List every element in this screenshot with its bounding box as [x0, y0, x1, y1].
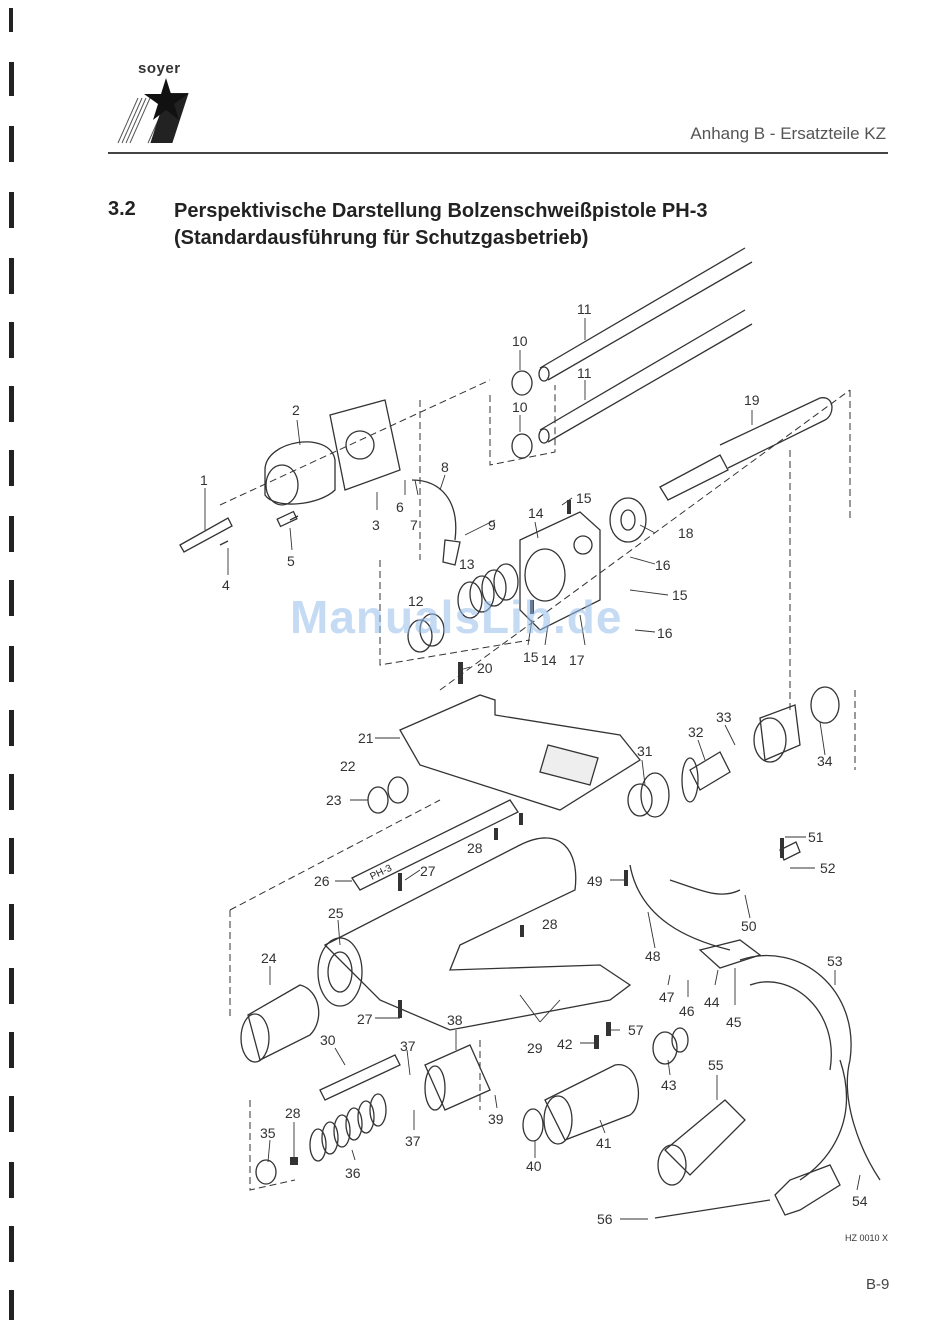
part-label: 39: [488, 1111, 504, 1127]
part-label: 10: [512, 333, 528, 349]
part-label: 14: [528, 505, 544, 521]
part-label: 57: [628, 1022, 644, 1038]
part-label: 37: [405, 1133, 421, 1149]
part-label: 54: [852, 1193, 868, 1209]
part-11-rod-lower: [538, 309, 753, 444]
section-title-line1: Perspektivische Darstellung Bolzenschwei…: [174, 200, 708, 222]
part-label: 33: [716, 709, 732, 725]
part-label: 52: [820, 860, 836, 876]
part-label: 20: [477, 660, 493, 676]
part-label: 28: [467, 840, 483, 856]
page-number: B-9: [866, 1276, 890, 1293]
part-label: 25: [328, 905, 344, 921]
part-label: 56: [597, 1211, 613, 1227]
part-label: 30: [320, 1032, 336, 1048]
part-label: 44: [704, 994, 720, 1010]
part-label: 14: [541, 652, 557, 668]
part-label: 27: [357, 1011, 373, 1027]
part-label: 8: [441, 459, 449, 475]
part-label: 11: [577, 301, 592, 317]
part-label: 15: [576, 490, 592, 506]
section-number: 3.2: [108, 198, 136, 220]
part-label: 24: [261, 950, 277, 966]
part-label: 45: [726, 1014, 742, 1030]
part-label: 43: [661, 1077, 677, 1093]
part-label: 19: [744, 392, 760, 408]
binding-holes: [9, 8, 14, 1320]
header-title: Anhang B - Ersatzteile KZ: [690, 124, 886, 143]
part-label: 3: [372, 517, 380, 533]
part-label: 15: [672, 587, 688, 603]
part-label: 12: [408, 593, 424, 609]
part-label: 11: [577, 365, 592, 381]
star-icon: [117, 78, 189, 144]
part-label: 15: [523, 649, 539, 665]
part-label: 27: [420, 863, 436, 879]
part-label: 47: [659, 989, 675, 1005]
part-label: 7: [410, 517, 418, 533]
part-label: 23: [326, 792, 342, 808]
part-11-rod-upper: [538, 247, 753, 382]
part-label: 42: [557, 1036, 573, 1052]
part-label: 6: [396, 499, 404, 515]
section-title-line2: (Standardausführung für Schutzgasbetrieb…: [174, 227, 589, 249]
part-label: 36: [345, 1165, 361, 1181]
part-label: 28: [542, 916, 558, 932]
part-label: 51: [808, 829, 824, 845]
part-label: 10: [512, 399, 528, 415]
part-label: 17: [569, 652, 585, 668]
part-label: 16: [655, 557, 671, 573]
part-label: 18: [678, 525, 694, 541]
part-label: 32: [688, 724, 704, 740]
watermark: ManualsLib.de: [290, 591, 623, 643]
drawing-code: HZ 0010 X: [845, 1233, 889, 1243]
part-label: 46: [679, 1003, 695, 1019]
part-label: 31: [637, 743, 653, 759]
header-divider: [108, 152, 888, 154]
part-label: 29: [527, 1040, 543, 1056]
part-label: 13: [459, 556, 475, 572]
part-label: 16: [657, 625, 673, 641]
part-label: 4: [222, 577, 230, 593]
section-title: Perspektivische Darstellung Bolzenschwei…: [174, 198, 708, 252]
soyer-logo: soyer: [108, 58, 208, 148]
part-label: 5: [287, 553, 295, 569]
part-label: 41: [596, 1135, 612, 1151]
part-label: 2: [292, 402, 300, 418]
part-label: 28: [285, 1105, 301, 1121]
part-label: 9: [488, 517, 496, 533]
part-label: 40: [526, 1158, 542, 1174]
part-label: 1: [200, 472, 208, 488]
part-label: 22: [340, 758, 356, 774]
part-label: 38: [447, 1012, 463, 1028]
part-label: 21: [358, 730, 374, 746]
part-label: 50: [741, 918, 757, 934]
part-label: 55: [708, 1057, 724, 1073]
part-label: 37: [400, 1038, 416, 1054]
part-label: 26: [314, 873, 330, 889]
part-label: 49: [587, 873, 603, 889]
part-label: 53: [827, 953, 843, 969]
part-label: 34: [817, 753, 833, 769]
part-label: 48: [645, 948, 661, 964]
part-label: 35: [260, 1125, 276, 1141]
